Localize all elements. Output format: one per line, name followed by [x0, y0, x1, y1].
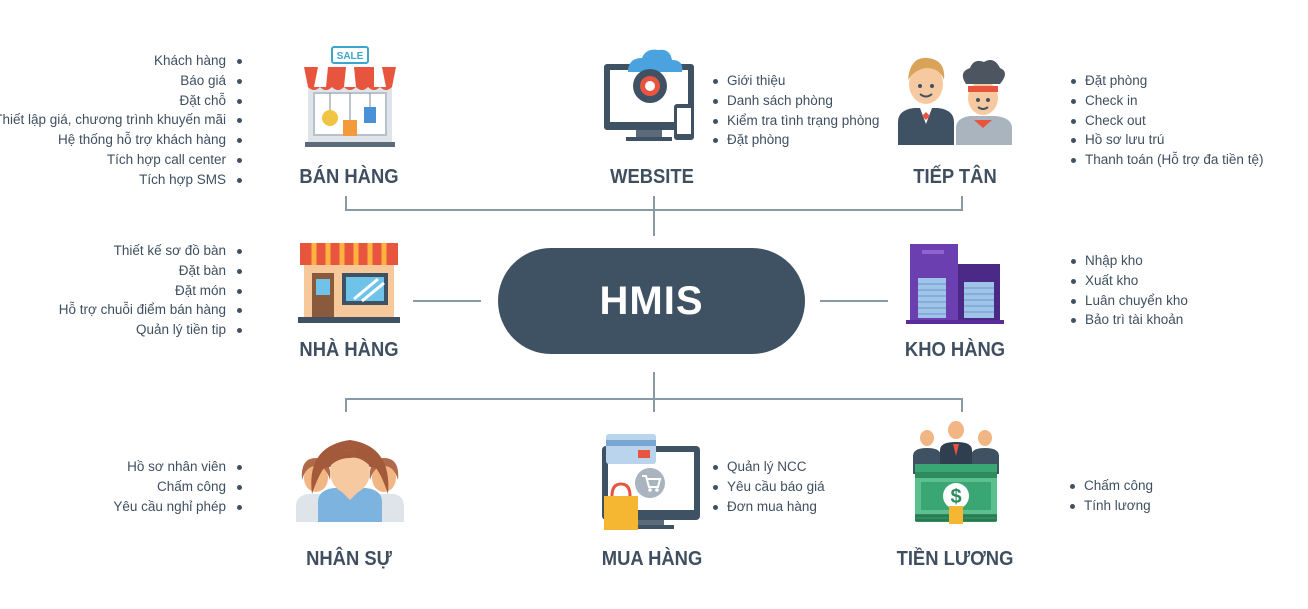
connector-bottom-right-tick: [961, 398, 963, 412]
tien-luong-feature-list: Chấm công Tính lương: [1070, 476, 1153, 516]
list-item: Đơn mua hàng: [713, 497, 825, 517]
connector-top-left-tick: [345, 196, 347, 210]
svg-text:$: $: [950, 486, 961, 508]
list-item: Giới thiệu: [713, 71, 879, 91]
tiep-tan-title: TIẾP TÂN: [913, 166, 997, 188]
kho-hang-feature-list: Nhập kho Xuất kho Luân chuyển kho Bảo tr…: [1071, 251, 1188, 330]
hub-label: HMIS: [599, 278, 704, 323]
list-item: Khách hàng: [0, 51, 242, 71]
list-item: Yêu cầu nghỉ phép: [113, 497, 242, 517]
list-item: Thanh toán (Hỗ trợ đa tiền tệ): [1071, 150, 1263, 170]
connector-right-horizontal: [820, 300, 888, 302]
ban-hang-title: BÁN HÀNG: [299, 166, 399, 188]
list-item: Nhập kho: [1071, 251, 1188, 271]
list-item: Báo giá: [0, 71, 242, 91]
mua-hang-feature-list: Quản lý NCC Yêu cầu báo giá Đơn mua hàng: [713, 457, 825, 516]
list-item: Đặt chỗ: [0, 91, 242, 111]
connector-bottom-vertical: [653, 372, 655, 412]
list-item: Yêu cầu báo giá: [713, 477, 825, 497]
list-item: Check out: [1071, 111, 1263, 131]
nhan-su-title: NHÂN SỰ: [306, 548, 392, 570]
list-item: Hồ sơ nhân viên: [113, 457, 242, 477]
restaurant-icon: [298, 243, 400, 323]
list-item: Chấm công: [1070, 476, 1153, 496]
list-item: Đặt phòng: [713, 130, 879, 150]
nha-hang-title: NHÀ HÀNG: [299, 339, 399, 361]
ban-hang-feature-list: Khách hàng Báo giá Đặt chỗ Thiết lập giá…: [0, 51, 242, 190]
list-item: Danh sách phòng: [713, 91, 879, 111]
svg-text:SALE: SALE: [337, 51, 364, 62]
hmis-hub: HMIS: [498, 248, 805, 354]
list-item: Quản lý tiền tip: [59, 320, 243, 340]
list-item: Quản lý NCC: [713, 457, 825, 477]
connector-bottom-horizontal: [345, 398, 963, 400]
connector-top-right-tick: [961, 196, 963, 210]
list-item: Thiết lập giá, chương trình khuyến mãi: [0, 110, 242, 130]
list-item: Thiết kế sơ đồ bàn: [59, 241, 243, 261]
tien-luong-title: TIỀN LƯƠNG: [896, 548, 1014, 570]
list-item: Đặt món: [59, 281, 243, 301]
list-item: Kiểm tra tình trạng phòng: [713, 111, 879, 131]
connector-top-vertical: [653, 196, 655, 236]
website-title: WEBSITE: [610, 166, 694, 188]
store-sale-icon: SALE: [304, 46, 396, 147]
list-item: Đặt bàn: [59, 261, 243, 281]
receptionist-chef-icon: [898, 57, 1012, 145]
list-item: Hồ sơ lưu trú: [1071, 130, 1263, 150]
list-item: Đặt phòng: [1071, 71, 1263, 91]
website-feature-list: Giới thiệu Danh sách phòng Kiểm tra tình…: [713, 71, 879, 150]
list-item: Chấm công: [113, 477, 242, 497]
list-item: Tích hợp SMS: [0, 170, 242, 190]
shopping-cart-monitor-icon: [602, 434, 700, 530]
list-item: Tính lương: [1070, 496, 1153, 516]
connector-left-horizontal: [413, 300, 481, 302]
nhan-su-feature-list: Hồ sơ nhân viên Chấm công Yêu cầu nghỉ p…: [113, 457, 242, 516]
computer-cloud-icon: [604, 49, 694, 141]
list-item: Bảo trì tài khoản: [1071, 310, 1188, 330]
connector-bottom-left-tick: [345, 398, 347, 412]
people-group-icon: [296, 440, 404, 522]
list-item: Tích hợp call center: [0, 150, 242, 170]
money-stack-icon: $: [913, 421, 999, 524]
list-item: Luân chuyển kho: [1071, 291, 1188, 311]
mua-hang-title: MUA HÀNG: [601, 548, 703, 570]
nha-hang-feature-list: Thiết kế sơ đồ bàn Đặt bàn Đặt món Hỗ tr…: [59, 241, 243, 340]
kho-hang-title: KHO HÀNG: [904, 339, 1006, 361]
tiep-tan-feature-list: Đặt phòng Check in Check out Hồ sơ lưu t…: [1071, 71, 1263, 170]
list-item: Xuất kho: [1071, 271, 1188, 291]
list-item: Hỗ trợ chuỗi điểm bán hàng: [59, 300, 243, 320]
list-item: Hệ thống hỗ trợ khách hàng: [0, 130, 242, 150]
warehouse-icon: [906, 244, 1004, 324]
list-item: Check in: [1071, 91, 1263, 111]
